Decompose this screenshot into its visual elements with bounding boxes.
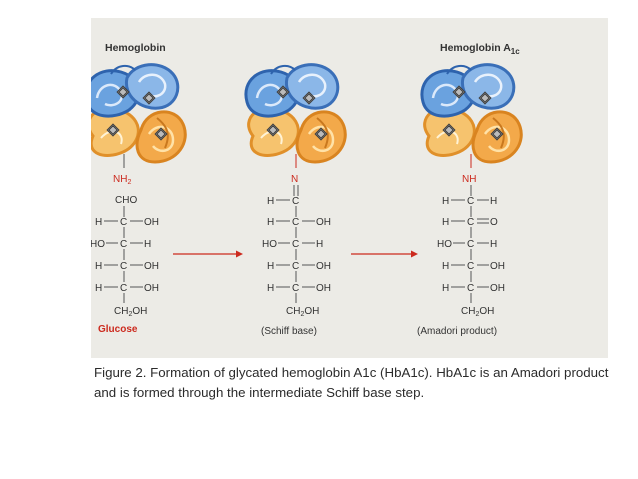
schiff-base-caption: (Schiff base) — [261, 326, 317, 337]
right-substituent: O — [490, 217, 498, 228]
carbon-atom: C — [120, 283, 127, 294]
carbon-atom: C — [292, 196, 299, 207]
reaction-figure: Hemoglobin Hemoglobin A1c NH2 CHO H C OH… — [91, 18, 608, 358]
hemoglobin-protein-left — [91, 63, 187, 164]
ch2oh-label: CH2OH — [114, 306, 147, 318]
carbon-atom: C — [120, 239, 127, 250]
right-substituent: OH — [490, 261, 505, 272]
carbon-atom: C — [467, 283, 474, 294]
carbon-atom: C — [292, 283, 299, 294]
left-substituent: H — [267, 283, 274, 294]
right-substituent: OH — [490, 283, 505, 294]
hemoglobin-protein-middle — [244, 63, 347, 164]
glucose-structure: NH2 CHO H C OH HO C H H C OH H C OH CH2O… — [91, 154, 159, 335]
right-substituent: OH — [316, 283, 331, 294]
right-substituent: OH — [316, 261, 331, 272]
left-substituent: H — [95, 217, 102, 228]
left-substituent: HO — [91, 239, 105, 250]
left-substituent: HO — [262, 239, 277, 250]
left-substituent: H — [442, 283, 449, 294]
carbon-atom: C — [467, 217, 474, 228]
hemoglobin-protein-right — [420, 63, 523, 164]
right-substituent: H — [490, 239, 497, 250]
right-substituent: H — [144, 239, 151, 250]
right-substituent: OH — [144, 283, 159, 294]
reaction-arrow-1 — [173, 250, 243, 258]
aldehyde-label: CHO — [115, 195, 137, 206]
left-substituent: H — [95, 283, 102, 294]
left-substituent: H — [267, 217, 274, 228]
reaction-diagram: Hemoglobin Hemoglobin A1c NH2 CHO H C OH… — [91, 42, 523, 337]
imine-nitrogen-label: N — [291, 174, 298, 185]
right-substituent: OH — [144, 261, 159, 272]
right-substituent: OH — [144, 217, 159, 228]
left-substituent: H — [442, 196, 449, 207]
amine-label: NH2 — [113, 174, 131, 186]
carbon-atom: C — [467, 261, 474, 272]
title-hemoglobin: Hemoglobin — [105, 42, 166, 54]
left-substituent: H — [442, 261, 449, 272]
schiff-base-structure: N H C H C OH HO C H H C OH H C OH C — [261, 154, 331, 337]
figure-caption: Figure 2. Formation of glycated hemoglob… — [94, 365, 609, 400]
left-substituent: H — [267, 196, 274, 207]
amine-nh-label: NH — [462, 174, 476, 185]
carbon-atom: C — [120, 261, 127, 272]
glucose-caption: Glucose — [98, 324, 138, 335]
amadori-product-structure: NH H C H H C O HO C H H C OH H C OH — [417, 154, 505, 337]
left-substituent: HO — [437, 239, 452, 250]
ch2oh-label: CH2OH — [286, 306, 319, 318]
ch2oh-label: CH2OH — [461, 306, 494, 318]
title-hemoglobin-a1c: Hemoglobin A1c — [440, 42, 520, 56]
carbon-atom: C — [292, 239, 299, 250]
left-substituent: H — [267, 261, 274, 272]
carbon-atom: C — [120, 217, 127, 228]
right-substituent: OH — [316, 217, 331, 228]
carbon-atom: C — [467, 196, 474, 207]
carbon-atom: C — [292, 261, 299, 272]
amadori-product-caption: (Amadori product) — [417, 326, 497, 337]
reaction-arrow-2 — [351, 250, 418, 258]
left-substituent: H — [442, 217, 449, 228]
carbon-atom: C — [292, 217, 299, 228]
right-substituent: H — [490, 196, 497, 207]
carbon-atom: C — [467, 239, 474, 250]
left-substituent: H — [95, 261, 102, 272]
right-substituent: H — [316, 239, 323, 250]
